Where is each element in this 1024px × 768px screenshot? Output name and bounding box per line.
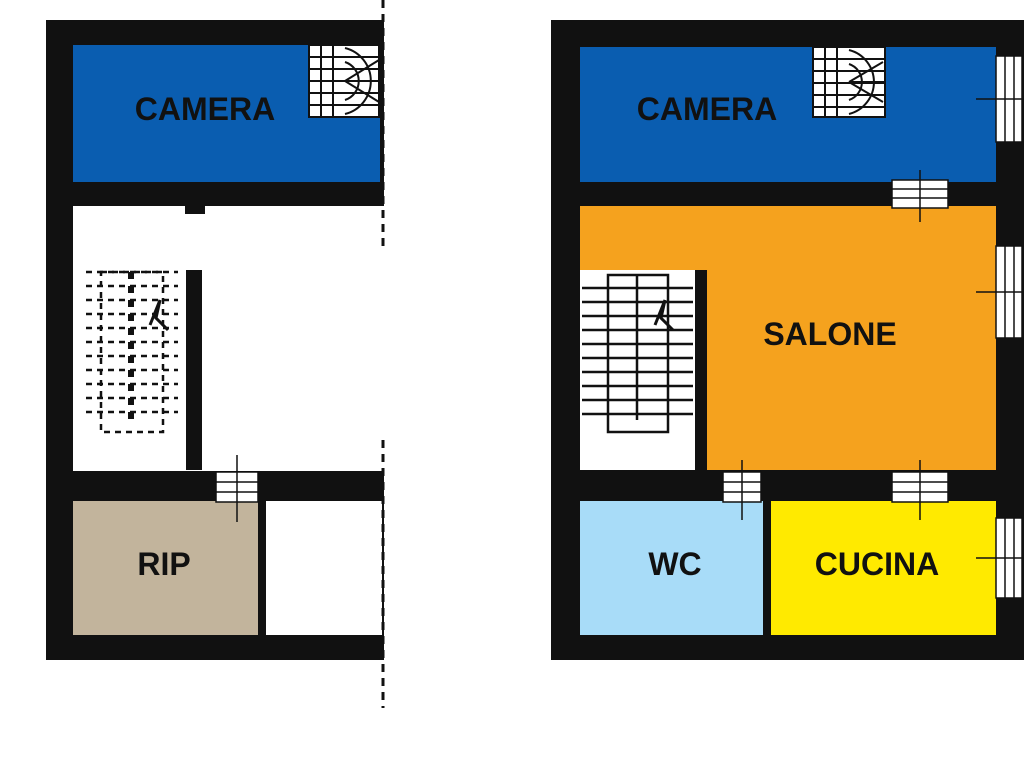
room-label-camera: CAMERA: [135, 91, 275, 127]
left-room-blank: [266, 501, 382, 635]
window-camera-right: [976, 55, 1024, 143]
right-stair-wall: [695, 270, 707, 470]
room-label-camera-right: CAMERA: [637, 91, 777, 127]
right-room-wc: [580, 501, 763, 635]
left-stair-wall: [186, 270, 202, 470]
right-room-camera: [580, 47, 996, 182]
room-label-wc: WC: [648, 546, 701, 582]
left-door-rip: [215, 455, 259, 522]
floor-plan-left: CAMERA RIP: [46, 0, 411, 708]
door-camera-salone: [891, 170, 949, 222]
window-cucina-right: [976, 517, 1024, 599]
room-label-rip: RIP: [137, 546, 190, 582]
left-room-rip: [73, 501, 258, 635]
spiral-stair-icon: [308, 44, 380, 118]
window-salone-right: [976, 245, 1024, 339]
stair-dashed-icon: [86, 270, 178, 434]
spiral-stair-icon-right: [812, 46, 886, 118]
floor-plan-right: CAMERA SALONE WC CUCINA: [551, 20, 1024, 660]
left-cut-mask: [381, 240, 411, 440]
stair-icon-right: [582, 273, 693, 434]
right-room-cucina: [771, 501, 996, 635]
room-label-cucina: CUCINA: [815, 546, 939, 582]
door-salone-cucina: [891, 460, 949, 520]
left-wall-notch: [185, 206, 205, 214]
door-salone-wc: [722, 460, 762, 520]
left-room-hall: [73, 206, 384, 471]
room-label-salone: SALONE: [763, 316, 896, 352]
